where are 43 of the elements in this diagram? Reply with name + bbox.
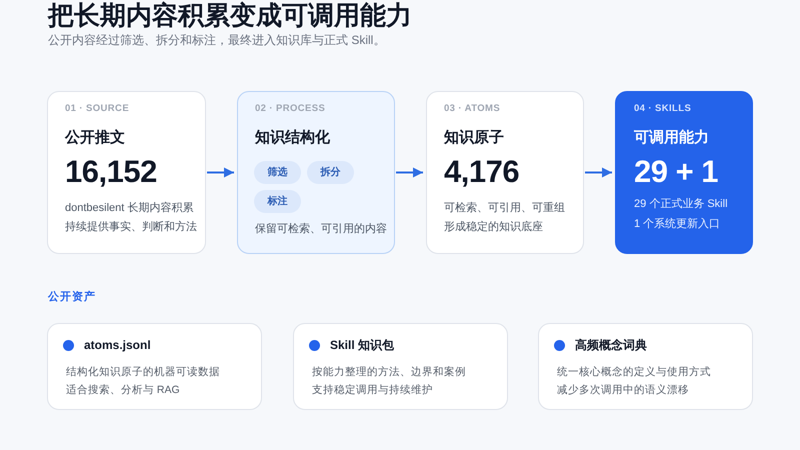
tag-chip: 筛选 — [254, 161, 301, 184]
arrow — [207, 168, 234, 178]
card-description: dontbesilent 长期内容积累 — [65, 200, 194, 216]
card-title: 公开推文 — [65, 128, 125, 148]
asset-description: 按能力整理的方法、边界和案例 — [312, 365, 466, 379]
stage-card — [426, 91, 584, 254]
asset-description: 适合搜索、分析与 RAG — [66, 383, 180, 397]
metric-value: 4,176 — [444, 154, 520, 190]
subtitle: 公开内容经过筛选、拆分和标注，最终进入知识库与正式 Skill。 — [48, 33, 386, 47]
asset-title: atoms.jsonl — [84, 337, 151, 353]
card-description: 持续提供事实、判断和方法 — [65, 220, 197, 234]
step-label: 02 · PROCESS — [255, 103, 326, 115]
card-description: 保留可检索、可引用的内容 — [255, 222, 387, 236]
stage-card — [615, 91, 753, 254]
asset-card — [293, 323, 508, 410]
card-title: 知识原子 — [444, 128, 504, 148]
asset-title: 高频概念词典 — [575, 337, 647, 353]
metric-value: 29 + 1 — [634, 154, 718, 190]
card-description: 29 个正式业务 Skill — [634, 196, 728, 212]
tag-chip: 拆分 — [307, 161, 354, 184]
asset-description: 统一核心概念的定义与使用方式 — [557, 365, 711, 379]
card-description: 1 个系统更新入口 — [634, 216, 720, 232]
asset-description: 支持稳定调用与持续维护 — [312, 383, 433, 397]
stage-card — [47, 91, 206, 254]
step-label: 03 · ATOMS — [444, 103, 500, 115]
arrow — [396, 168, 423, 178]
card-title: 可调用能力 — [634, 128, 709, 148]
page-title: 把长期内容积累变成可调用能力 — [48, 0, 412, 30]
asset-description: 减少多次调用中的语义漂移 — [557, 383, 689, 397]
card-title: 知识结构化 — [255, 128, 330, 148]
tag-chip: 标注 — [254, 190, 301, 213]
asset-description: 结构化知识原子的机器可读数据 — [66, 365, 220, 379]
section-heading: 公开资产 — [48, 290, 96, 304]
asset-card — [538, 323, 753, 410]
step-label: 01 · SOURCE — [65, 103, 130, 115]
card-description: 可检索、可引用、可重组 — [444, 200, 565, 216]
step-label: 04 · SKILLS — [634, 103, 692, 115]
asset-card — [47, 323, 262, 410]
metric-value: 16,152 — [65, 154, 157, 190]
card-description: 形成稳定的知识底座 — [444, 220, 543, 234]
stage-card — [237, 91, 395, 254]
arrow — [585, 168, 612, 178]
asset-title: Skill 知识包 — [330, 337, 394, 353]
